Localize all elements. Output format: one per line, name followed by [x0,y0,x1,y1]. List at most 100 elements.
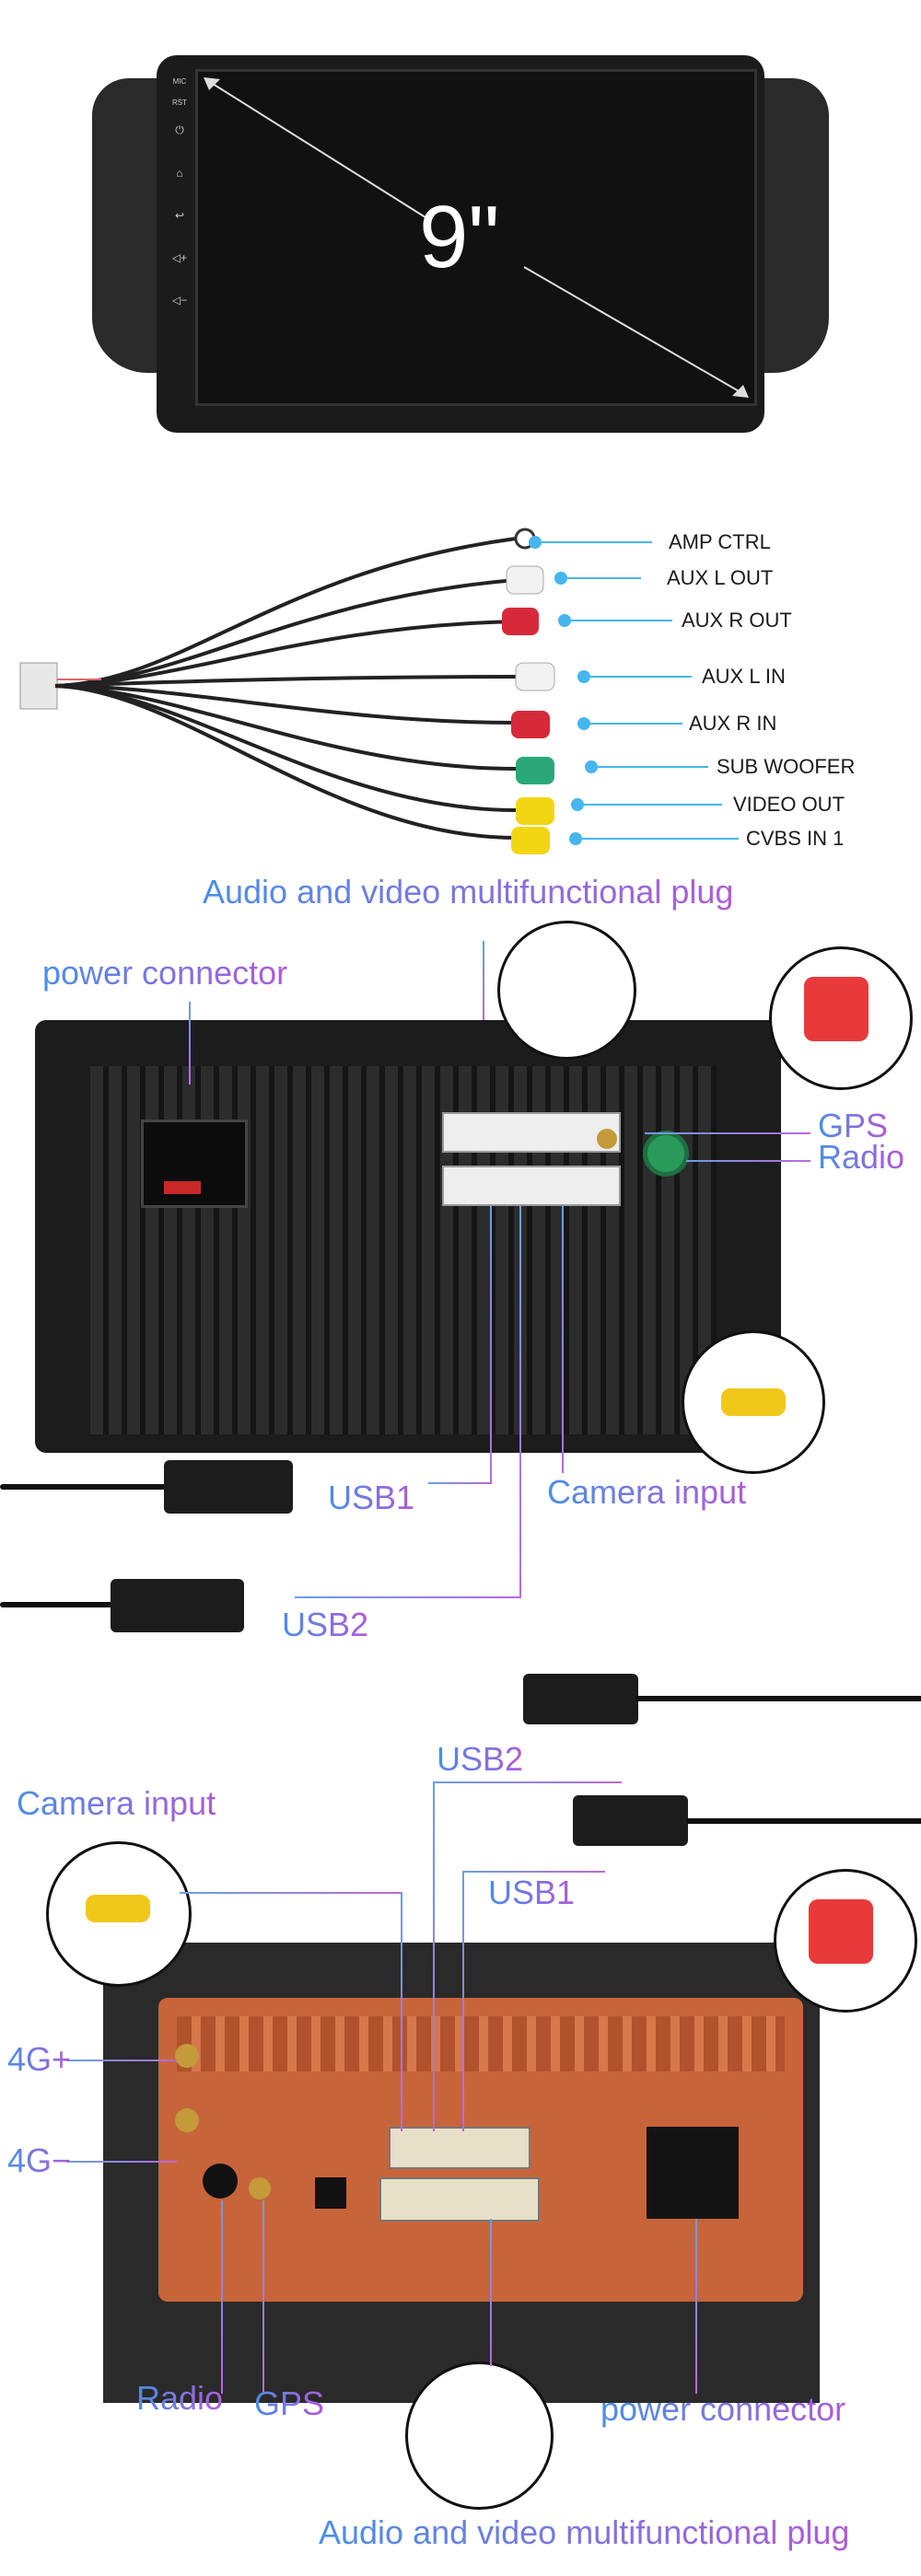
leader-gps [645,1132,810,1134]
leader-usb2-h [295,1596,521,1598]
usb-cable-2 [635,1696,921,1701]
volume-up-icon[interactable]: ◁+ [171,251,188,264]
label-usb2: USB2 [282,1606,369,1643]
power-connector-block [647,2127,739,2219]
rear-panel-black [35,1020,781,1453]
av-socket-block [379,2177,540,2222]
leader-4g-plus [66,2060,177,2061]
usb-cable-1 [0,1484,184,1490]
leader-gps [262,2200,264,2394]
callout-amp-ctrl: AMP CTRL [669,530,771,553]
av-socket-block [442,1112,621,1153]
radio-antenna-jack [643,1131,689,1177]
usb-plug-2 [111,1579,244,1632]
leader-usb2-v [519,1206,521,1597]
av-plug-caption: Audio and video multifunctional plug [203,873,734,911]
copper-vents [177,2016,785,2071]
leader-radio [221,2200,223,2394]
usb-plug-2 [523,1674,638,1724]
leader-camera-h [180,1892,401,1894]
optical-port [315,2177,346,2209]
home-icon[interactable]: ⌂ [176,167,183,180]
power-connector-block [141,1120,248,1208]
label-radio: Radio [818,1138,905,1176]
leader-usb1-h [428,1482,492,1484]
leader-power [189,1002,191,1085]
leader-usb1-v [490,1206,492,1482]
label-camera-input: Camera input [17,1784,216,1822]
label-4g-minus: 4G− [7,2141,72,2179]
screen-size-label: 9" [419,188,500,286]
side-button-column: MIC RST ⏻ ⌂ ↩ ◁+ ◁− [168,74,192,377]
head-unit-front: 9" MIC RST ⏻ ⌂ ↩ ◁+ ◁− [92,51,829,437]
usb-cable-2 [0,1602,120,1607]
diagonal-arrow-icon [204,77,749,398]
back-icon[interactable]: ↩ [174,209,185,222]
callout-dot [571,798,584,811]
callout-dot [577,670,590,683]
callout-video-out: VIDEO OUT [733,793,845,816]
power-icon[interactable]: ⏻ [175,123,184,136]
av-plug-inset [497,921,636,1060]
rear-panel-copper [158,1998,803,2302]
callout-line [590,723,682,725]
callout-aux-l-out: AUX L OUT [667,566,774,589]
callout-dot [529,536,542,549]
av-harness-illustration [19,528,555,854]
leader-av [490,2219,492,2366]
usb-plug-1 [573,1795,688,1846]
usb-cable-1 [686,1818,921,1824]
label-usb1: USB1 [328,1479,415,1516]
gps-jack [249,2177,271,2199]
label-gps: GPS [254,2385,325,2422]
gps-antenna-icon [809,1899,873,1964]
head-unit-screen: 9" [195,69,757,406]
gps-antenna-inset [774,1869,917,2013]
callout-aux-r-out: AUX R OUT [682,609,792,632]
callout-line [567,577,641,579]
leader-camera-v [401,1892,402,2131]
callout-sub-woofer: SUB WOOFER [717,755,856,778]
gps-antenna-jack [597,1129,617,1149]
radio-jack [203,2164,238,2199]
av-plug-caption: Audio and video multifunctional plug [319,2513,850,2551]
4g-plus-jack [175,2044,199,2068]
leader-4g-minus [66,2161,177,2163]
callout-line [584,804,722,806]
label-power-connector: power connector [600,2390,846,2428]
callout-line [582,838,739,840]
callout-line [590,676,692,678]
usb-socket-block [389,2127,530,2169]
av-plug-inset [405,2361,554,2510]
callout-dot [577,717,590,730]
label-usb2: USB2 [437,1740,524,1778]
callout-aux-l-in: AUX L IN [702,665,786,688]
4g-minus-jack [175,2108,199,2132]
volume-down-icon[interactable]: ◁− [171,294,188,307]
callout-cvbs-in-1: CVBS IN 1 [746,827,845,850]
usb-camera-socket-block [442,1166,621,1206]
leader-av [483,941,484,1020]
leader-usb1-v [462,1871,464,2131]
callout-line [571,620,672,621]
callout-dot [558,614,571,627]
label-power-connector: power connector [42,954,288,992]
leader-radio [686,1160,810,1162]
label-4g-plus: 4G+ [7,2040,72,2078]
power-connector-red-clip [164,1181,201,1194]
mic-label: MIC [172,77,187,86]
usb-plug-1 [164,1460,293,1514]
reset-button[interactable]: RST [172,99,187,107]
callout-dot [554,572,567,585]
label-usb1: USB1 [488,1874,576,1911]
gps-antenna-icon [804,977,869,1041]
yellow-rca-icon [86,1895,150,1922]
camera-rca-inset [682,1330,825,1474]
label-radio: Radio [136,2379,224,2417]
camera-rca-inset [46,1841,192,1987]
callout-line [542,541,652,543]
label-gps: GPS [818,1107,889,1144]
leader-camera [562,1206,564,1473]
leader-usb1-h [462,1871,605,1873]
gps-antenna-inset [769,946,913,1090]
